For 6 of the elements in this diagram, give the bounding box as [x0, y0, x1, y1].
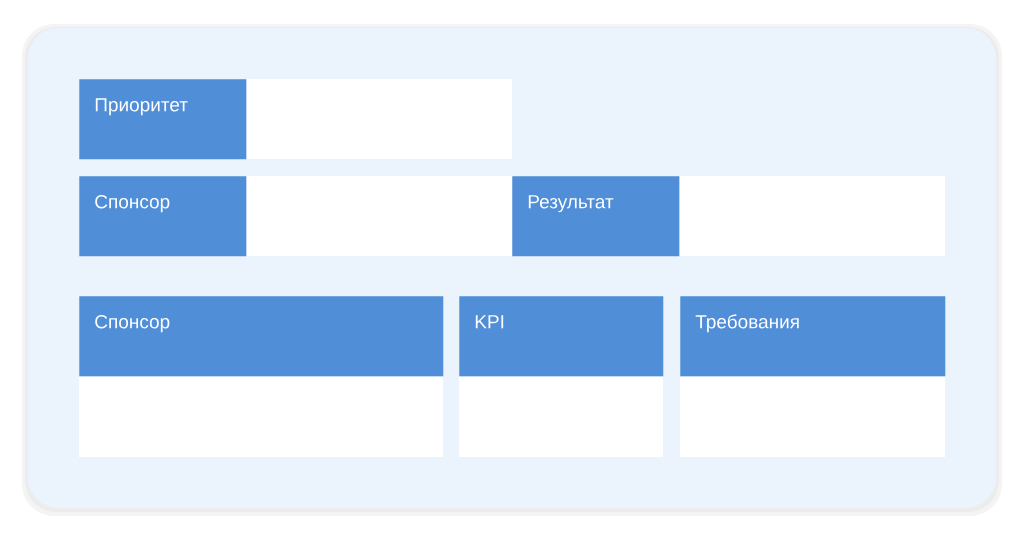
header-box: Требования	[680, 296, 946, 377]
header-box: Результат	[512, 176, 680, 257]
header-box: Спонсор	[79, 296, 444, 377]
header-box: Спонсор	[79, 176, 247, 257]
header-box: Приоритет	[79, 79, 247, 160]
header-box: KPI	[459, 296, 664, 377]
